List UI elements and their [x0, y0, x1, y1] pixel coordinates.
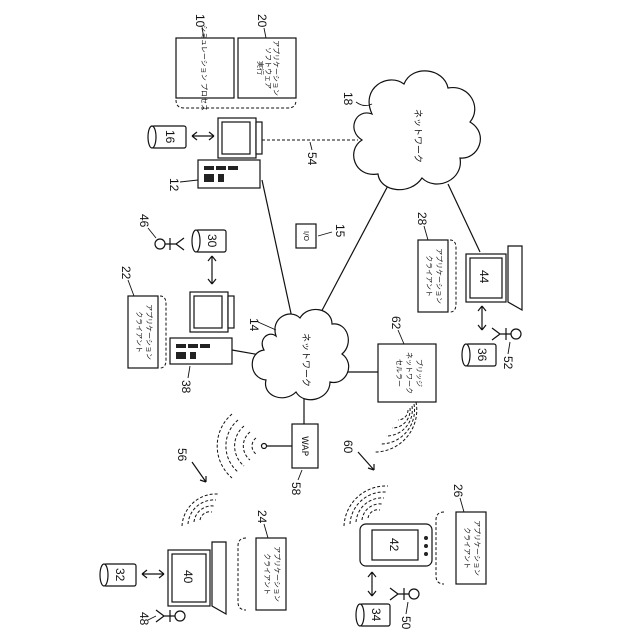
network-14-label: ネットワーク: [300, 333, 311, 387]
ref-34: 34: [369, 608, 383, 622]
ref-22: 22: [119, 266, 133, 280]
ref-12: 12: [167, 178, 181, 192]
ref-42: 42: [387, 538, 401, 552]
ref-60: 60: [341, 440, 355, 454]
wap-label: WAP: [299, 436, 309, 457]
ref-14: 14: [247, 318, 261, 332]
client-28-label-2: アプリケーション: [435, 248, 443, 304]
storage-36: 36: [462, 344, 496, 366]
client-app-24: クライアント アプリケーション 24: [238, 510, 286, 610]
user-46: 46: [137, 214, 184, 250]
bridge-label-2: ネットワーク: [405, 352, 413, 394]
user-48: 48: [137, 610, 185, 626]
exec-software-label-2: ソフトウェア: [264, 47, 272, 89]
storage-16: 16: [148, 126, 214, 148]
client-app-26: クライアント アプリケーション 26: [436, 484, 486, 584]
client-app-28: クライアント アプリケーション 28: [415, 212, 456, 312]
client-24-label-2: アプリケーション: [273, 546, 281, 602]
ref-26: 26: [451, 484, 465, 498]
client-26-label-2: アプリケーション: [473, 520, 481, 576]
laptop-40: 40: [142, 542, 226, 614]
wap-58: WAP 58: [217, 414, 318, 496]
ref-16: 16: [163, 130, 177, 144]
laptop-44: 44: [466, 246, 522, 330]
bridge-wireless-arcs: [374, 402, 417, 452]
bridge-label-3: ブリッジ: [415, 359, 424, 387]
ref-56: 56: [175, 448, 189, 462]
exec-software-label-1: 実行: [256, 61, 265, 75]
client-24-label-1: クライアント: [263, 553, 271, 595]
exec-software-label-3: アプリケーション: [272, 40, 280, 96]
cellular-bridge-62: セルラー ネットワーク ブリッジ 62: [374, 316, 436, 452]
client-26-label-1: クライアント: [463, 527, 471, 569]
network-18-cloud: ネットワーク 18: [341, 71, 480, 190]
phone-42-wireless-arcs: [344, 486, 388, 526]
ref-24: 24: [255, 510, 269, 524]
ref-46: 46: [137, 214, 151, 228]
io-label: I/O: [302, 231, 310, 241]
ref-54: 54: [305, 152, 319, 166]
client-22-label-1: クライアント: [135, 311, 143, 353]
bridge-label-1: セルラー: [395, 359, 403, 387]
ref-44: 44: [477, 270, 491, 284]
ref-62: 62: [389, 316, 403, 330]
wireless-56: 56: [175, 448, 218, 526]
io-15: I/O 15: [296, 224, 347, 248]
laptop-40-wireless-arcs: [182, 494, 218, 526]
simulation-process-box: シミュレーション プロセス 10: [176, 14, 234, 111]
link-network-18-laptop-44: [448, 184, 480, 252]
ref-32: 32: [113, 568, 127, 582]
ref-18: 18: [341, 92, 355, 106]
wireless-60: 60: [341, 440, 388, 526]
ref-48: 48: [137, 612, 151, 626]
network-14-cloud: ネットワーク 14: [247, 309, 349, 399]
client-22-label-2: アプリケーション: [145, 304, 153, 360]
client-28-label-1: クライアント: [425, 255, 433, 297]
ref-50: 50: [399, 616, 413, 630]
ref-38: 38: [179, 380, 193, 394]
link-12-network-14: [262, 180, 292, 318]
wap-wireless-arcs: [217, 414, 256, 478]
network-18-label: ネットワーク: [412, 109, 423, 163]
ref-40: 40: [181, 570, 195, 584]
computer-38: 38: [170, 292, 234, 394]
link-network-18-network-14: [318, 178, 392, 318]
ref-52: 52: [501, 356, 515, 370]
ref-36: 36: [475, 348, 489, 362]
storage-32: 32: [100, 564, 136, 586]
client-app-22: クライアント アプリケーション 22: [119, 266, 166, 368]
phone-42: 42: [360, 524, 432, 596]
ref-30: 30: [205, 234, 219, 248]
ref-20: 20: [255, 14, 269, 28]
ref-15: 15: [333, 224, 347, 238]
user-50: 50: [390, 588, 419, 630]
ref-10: 10: [193, 14, 207, 28]
storage-30: 30: [192, 230, 226, 284]
ref-58: 58: [289, 482, 303, 496]
storage-34: 34: [356, 604, 390, 626]
ref-28: 28: [415, 212, 429, 226]
